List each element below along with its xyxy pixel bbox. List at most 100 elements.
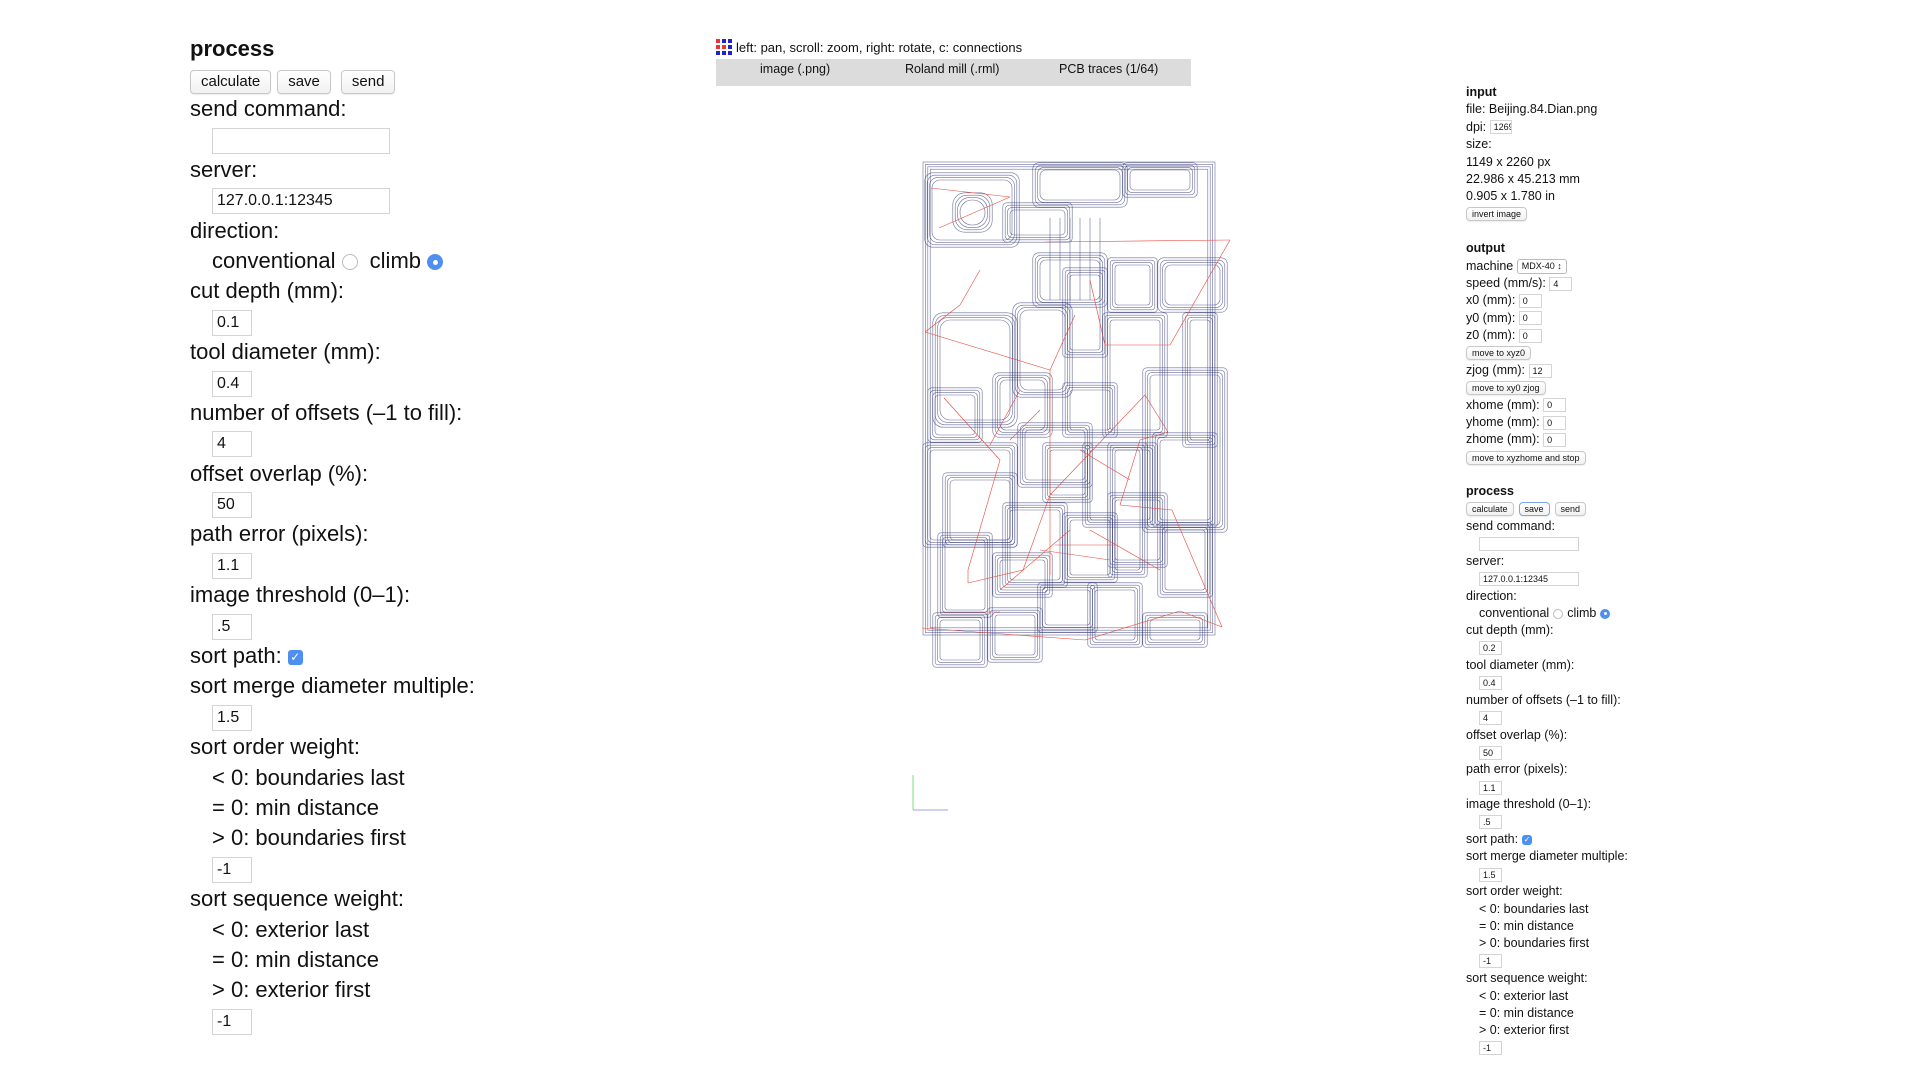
save-button-small[interactable]: save bbox=[1518, 502, 1550, 517]
toolpath-offset bbox=[1089, 584, 1141, 646]
dpi-input[interactable]: 1269 bbox=[1489, 120, 1512, 135]
invert-image-button[interactable]: invert image bbox=[1466, 207, 1528, 222]
send-button[interactable]: send bbox=[340, 70, 396, 94]
cut-depth-input-small[interactable]: 0.2 bbox=[1479, 641, 1502, 656]
toolpath-offset bbox=[927, 166, 1211, 631]
toolpath-offset bbox=[944, 539, 986, 611]
toolpath-offset bbox=[937, 617, 983, 663]
sort-path-checkbox-small[interactable]: ✓ bbox=[1522, 834, 1533, 845]
toolpath-offset bbox=[997, 377, 1048, 433]
toolpath-offset bbox=[1014, 304, 1071, 396]
zjog-input[interactable]: 12 bbox=[1528, 363, 1552, 378]
connection-line bbox=[1169, 239, 1231, 346]
conventional-radio[interactable] bbox=[341, 254, 358, 271]
toolpath-offset bbox=[1162, 262, 1223, 308]
toolpath-offset bbox=[1127, 167, 1193, 193]
connection-line bbox=[938, 196, 1011, 229]
yhome-input[interactable]: 0 bbox=[1543, 415, 1567, 430]
toolpath-offset bbox=[1047, 447, 1088, 498]
toolpath-offset bbox=[989, 609, 1041, 661]
order-lt-text-small: < 0: boundaries last bbox=[1479, 901, 1589, 916]
toolpath-offset bbox=[929, 449, 1011, 541]
zhome-input[interactable]: 0 bbox=[1543, 433, 1567, 448]
toolpath-offset bbox=[1092, 587, 1138, 643]
toolpath-offset bbox=[1062, 512, 1118, 583]
path-error-label-small: path error (pixels): bbox=[1466, 762, 1568, 777]
seq-lt-text: < 0: exterior last bbox=[212, 916, 370, 942]
z0-input[interactable]: 0 bbox=[1518, 328, 1542, 343]
calculate-button[interactable]: calculate bbox=[190, 70, 272, 94]
yhome-label: yhome (mm): bbox=[1466, 415, 1540, 430]
server-input[interactable]: 127.0.0.1:12345 bbox=[212, 188, 390, 215]
sequence-weight-input[interactable]: -1 bbox=[212, 1008, 252, 1035]
toolpath-offset bbox=[1107, 257, 1158, 313]
connection-line bbox=[1009, 409, 1041, 441]
toolpath-offset bbox=[1157, 522, 1213, 598]
toolpath-offset bbox=[1187, 317, 1213, 443]
toolpath-offset bbox=[1109, 259, 1156, 311]
climb-radio-small[interactable] bbox=[1600, 608, 1611, 619]
save-button[interactable]: save bbox=[277, 70, 331, 94]
path-error-input-small[interactable]: 1.1 bbox=[1479, 780, 1502, 795]
conventional-radio-small[interactable] bbox=[1553, 608, 1564, 619]
connection-line bbox=[1144, 394, 1169, 433]
conventional-label-small: conventional bbox=[1479, 605, 1550, 620]
send-command-input[interactable] bbox=[212, 127, 390, 154]
overlap-label: offset overlap (%): bbox=[190, 460, 369, 486]
order-weight-input-small[interactable]: -1 bbox=[1479, 954, 1502, 969]
toolpath-offset bbox=[1159, 259, 1226, 311]
climb-radio[interactable] bbox=[427, 254, 444, 271]
sequence-weight-input-small[interactable]: -1 bbox=[1479, 1041, 1502, 1056]
toolpath-offset bbox=[932, 392, 978, 438]
move-to-xyz0-button[interactable]: move to xyz0 bbox=[1466, 346, 1532, 361]
server-input-small[interactable]: 127.0.0.1:12345 bbox=[1479, 571, 1579, 586]
tool-diameter-input[interactable]: 0.4 bbox=[212, 370, 252, 397]
order-weight-input[interactable]: -1 bbox=[212, 856, 252, 883]
x0-input[interactable]: 0 bbox=[1518, 294, 1542, 308]
toolpath-viewer[interactable] bbox=[900, 150, 1260, 830]
toolpath-offset bbox=[1009, 209, 1066, 236]
offsets-input[interactable]: 4 bbox=[212, 431, 252, 458]
tab-roland-mill[interactable]: Roland mill (.rml) bbox=[905, 62, 1000, 76]
send-button-small[interactable]: send bbox=[1554, 502, 1587, 517]
toolpath-offset bbox=[929, 177, 1015, 243]
zjog-label: zjog (mm): bbox=[1466, 362, 1526, 377]
tab-pcb-traces[interactable]: PCB traces (1/64) bbox=[1059, 62, 1159, 76]
merge-input-small[interactable]: 1.5 bbox=[1479, 867, 1502, 882]
cut-depth-input[interactable]: 0.1 bbox=[212, 309, 252, 336]
toolpath-offset bbox=[934, 614, 986, 666]
overlap-input-small[interactable]: 50 bbox=[1479, 745, 1502, 760]
y0-input[interactable]: 0 bbox=[1518, 311, 1542, 326]
machine-select[interactable]: MDX-40 ↕ bbox=[1516, 258, 1567, 274]
toolpath-offset bbox=[1087, 582, 1143, 648]
send-command-input-small[interactable] bbox=[1479, 537, 1579, 552]
tool-diameter-input-small[interactable]: 0.4 bbox=[1479, 676, 1502, 691]
speed-input[interactable]: 4 bbox=[1549, 276, 1573, 291]
direction-label: direction: bbox=[190, 217, 280, 243]
toolpath-offset bbox=[1064, 269, 1106, 356]
sort-path-checkbox[interactable]: ✓ bbox=[287, 649, 303, 665]
tab-image-png[interactable]: image (.png) bbox=[760, 62, 831, 76]
xhome-input[interactable]: 0 bbox=[1543, 398, 1567, 413]
toolpath-offset bbox=[1124, 164, 1196, 196]
threshold-input[interactable]: .5 bbox=[212, 613, 252, 640]
calculate-button-small[interactable]: calculate bbox=[1466, 502, 1514, 517]
overlap-input[interactable]: 50 bbox=[212, 492, 252, 519]
toolpath-lines bbox=[922, 161, 1228, 668]
connection-line bbox=[1084, 610, 1181, 641]
toolpath-offset bbox=[1012, 302, 1073, 398]
size-mm: 22.986 x 45.213 mm bbox=[1466, 171, 1580, 186]
move-to-home-button[interactable]: move to xyzhome and stop bbox=[1466, 450, 1586, 465]
threshold-input-small[interactable]: .5 bbox=[1479, 815, 1502, 830]
toolpath-offset bbox=[1144, 614, 1206, 646]
connection-line bbox=[967, 459, 1001, 571]
toolpath-offset bbox=[1022, 427, 1088, 483]
offsets-input-small[interactable]: 4 bbox=[1479, 710, 1502, 725]
move-to-xy0-zjog-button[interactable]: move to xy0 zjog bbox=[1466, 380, 1546, 395]
overlap-label-small: offset overlap (%): bbox=[1466, 727, 1568, 742]
toolpath-offset bbox=[1107, 317, 1163, 433]
toolpath-offset bbox=[1062, 267, 1108, 358]
path-error-input[interactable]: 1.1 bbox=[212, 553, 252, 580]
merge-input[interactable]: 1.5 bbox=[212, 705, 252, 731]
